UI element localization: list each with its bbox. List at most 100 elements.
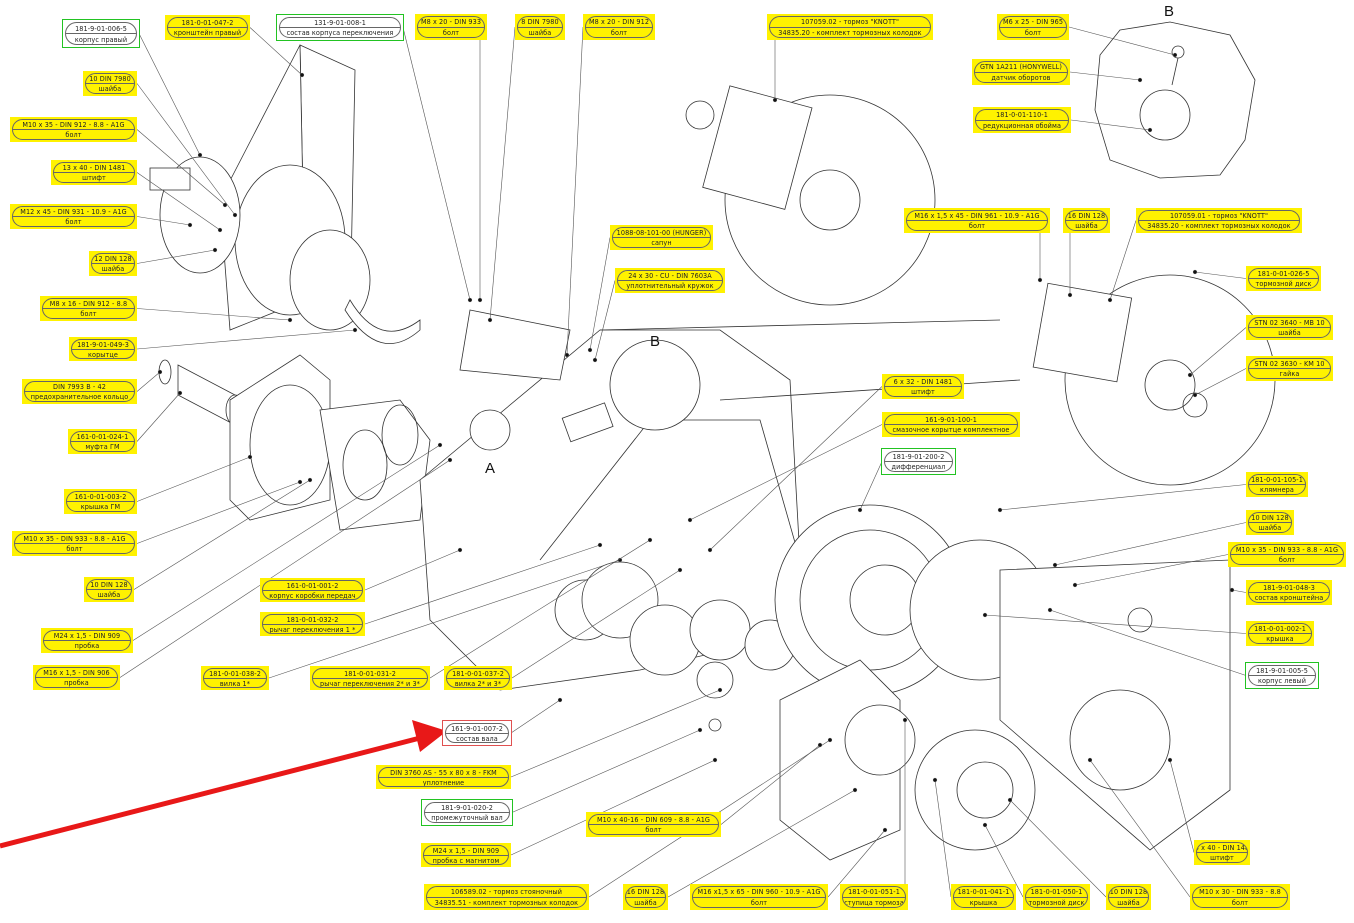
part-code: 181-0-01-041-1	[954, 887, 1013, 898]
leader-anchor-dot	[297, 479, 303, 485]
part-code: 16 DIN 128	[626, 887, 665, 898]
part-code: M10 x 40-16 - DIN 609 - 8.8 - A1G	[589, 815, 718, 825]
leader-anchor-dot	[707, 547, 713, 553]
part-code: 181-0-01-038-2	[204, 669, 266, 679]
part-name: болт	[442, 27, 460, 37]
leader-anchor-dot	[997, 507, 1003, 513]
part-code: 181-0-01-031-2	[313, 669, 427, 679]
leader-anchor-dot	[197, 152, 203, 158]
part-name: 34835.51 - комплект тормозных колодок	[434, 897, 579, 907]
part-code: 161-0-01-001-2	[263, 581, 362, 591]
part-code: M24 x 1,5 - DIN 909	[424, 846, 508, 856]
leader-anchor-dot	[1072, 582, 1078, 588]
leader-line	[1069, 71, 1141, 81]
leader-line	[689, 424, 883, 521]
leader-line	[132, 444, 441, 641]
leader-anchor-dot	[817, 742, 823, 748]
leader-line	[511, 569, 681, 679]
gearbox-housing-part	[419, 309, 1021, 691]
leader-line	[136, 216, 191, 226]
leader-anchor-dot	[212, 247, 218, 253]
part-callout: GTN 1A211 (HONYWELL)датчик оборотов	[972, 59, 1070, 85]
leader-line	[510, 759, 716, 856]
red-arrow	[0, 720, 447, 849]
part-code: 10 DIN 128	[1249, 513, 1291, 523]
leader-anchor-dot	[677, 567, 683, 573]
leader-line	[510, 689, 721, 778]
part-name: редукционная обойма	[982, 120, 1062, 130]
leader-line	[709, 386, 883, 551]
part-code: 13 x 40 - DIN 1481	[54, 163, 134, 173]
part-code: 181-9-01-049-3	[72, 340, 134, 350]
part-name: шайба	[1075, 221, 1098, 230]
leader-anchor-dot	[177, 390, 183, 396]
part-code: 181-9-01-020-2	[425, 803, 509, 813]
leader-anchor-dot	[647, 537, 653, 543]
leader-anchor-dot	[1187, 372, 1193, 378]
leader-line	[984, 614, 1247, 634]
part-code: 181-9-01-200-2	[885, 452, 952, 462]
part-name: ступица тормоза	[844, 897, 904, 907]
part-code: 161-9-01-007-2	[446, 724, 508, 734]
part-code: 181-9-01-006-5	[66, 23, 136, 34]
part-name: шайба	[634, 897, 657, 907]
leader-line	[136, 481, 301, 544]
part-name: шайба	[528, 27, 552, 37]
part-code: 107059.02 - тормоз "KNOTT"	[770, 17, 930, 28]
part-code: 181-9-01-048-3	[1249, 583, 1329, 593]
leader-line	[1074, 554, 1229, 586]
part-code: 107059.01 - тормоз "KNOTT"	[1139, 211, 1299, 221]
leader-anchor-dot	[352, 327, 358, 333]
leader-anchor-dot	[592, 357, 598, 363]
leader-anchor-dot	[1087, 757, 1093, 763]
part-name: штифт	[82, 173, 106, 182]
leader-anchor-dot	[447, 457, 453, 463]
leader-anchor-dot	[717, 687, 723, 693]
leader-line	[119, 459, 451, 678]
part-name: рычаг переключения 2* и 3*	[320, 679, 420, 688]
leader-line	[429, 539, 651, 679]
differential-part	[774, 504, 1231, 851]
shaft-gears-part	[554, 561, 796, 732]
part-code: 10 DIN 128	[1109, 887, 1148, 898]
leader-line	[827, 829, 886, 898]
leader-line	[1169, 759, 1195, 853]
part-name: болт	[80, 309, 97, 318]
leader-anchor-dot	[597, 542, 603, 548]
part-code: GTN 1A211 (HONYWELL)	[975, 62, 1067, 73]
leader-anchor-dot	[187, 222, 193, 228]
leader-anchor-dot	[982, 612, 988, 618]
part-code: M12 x 45 - DIN 931 - 10.9 - A1G	[13, 207, 134, 217]
